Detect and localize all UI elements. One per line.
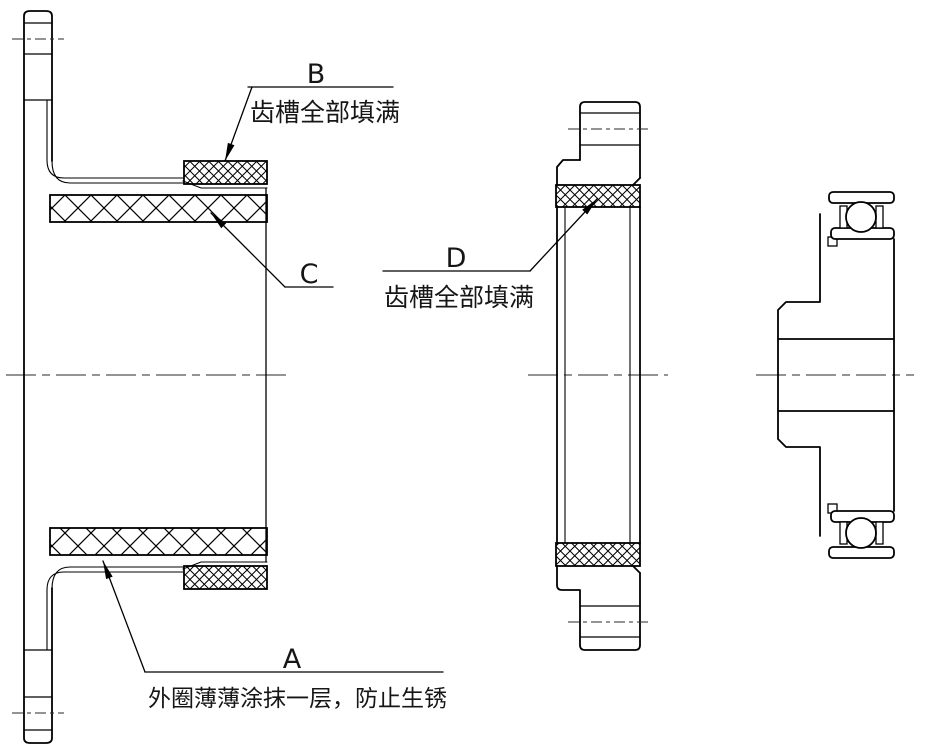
bearing-ball-top bbox=[845, 201, 877, 233]
sleeve-line-bottom-outer bbox=[51, 566, 184, 590]
ring-bottom-right-chamfer bbox=[632, 565, 641, 574]
callout-d-letter: D bbox=[446, 243, 467, 274]
flange-body-outline bbox=[23, 10, 53, 744]
grease-band-teeth-top bbox=[183, 160, 268, 185]
hub-left-profile bbox=[777, 213, 821, 537]
bearing-cage-bottom-right bbox=[875, 521, 884, 545]
ring-top-step bbox=[556, 159, 581, 186]
callout-c-letter: C bbox=[300, 259, 319, 290]
bearing-ball-bottom bbox=[845, 517, 877, 549]
callout-d-leader bbox=[529, 198, 598, 272]
grease-band-outer-bottom bbox=[49, 527, 268, 556]
ring-top-boss-outline bbox=[579, 101, 641, 179]
callout-b: B 齿槽全部填满 bbox=[224, 59, 400, 162]
callout-d-note: 齿槽全部填满 bbox=[384, 283, 534, 312]
ring-bottom-boss-outline bbox=[556, 565, 641, 651]
grease-band-outer-top bbox=[49, 194, 268, 223]
middle-view-gear-ring bbox=[528, 101, 668, 651]
grease-band-ring-top bbox=[555, 184, 641, 208]
callout-a-letter: A bbox=[283, 644, 302, 675]
left-view-flange-sleeve bbox=[6, 10, 290, 744]
callout-c-leader bbox=[210, 212, 286, 288]
bearing-cage-top-right bbox=[875, 205, 884, 229]
grease-band-teeth-bottom bbox=[183, 565, 268, 590]
callout-b-letter: B bbox=[307, 59, 326, 90]
callout-a: A 外圈薄薄涂抹一层，防止生锈 bbox=[102, 560, 447, 712]
callout-c: C bbox=[210, 212, 334, 290]
callout-a-note: 外圈薄薄涂抹一层，防止生锈 bbox=[148, 686, 447, 712]
right-view-hub-bearings bbox=[756, 191, 914, 559]
grease-band-ring-bottom bbox=[555, 542, 641, 567]
sleeve-line-bottom-inner bbox=[46, 571, 184, 651]
sleeve-line-top-inner bbox=[46, 99, 184, 179]
callout-b-leader bbox=[224, 86, 253, 162]
ring-top-right-chamfer bbox=[632, 177, 641, 186]
callout-a-leader bbox=[102, 560, 146, 673]
callout-b-note: 齿槽全部填满 bbox=[250, 98, 400, 127]
sleeve-line-top-outer bbox=[51, 160, 184, 184]
callout-d: D 齿槽全部填满 bbox=[382, 198, 598, 312]
